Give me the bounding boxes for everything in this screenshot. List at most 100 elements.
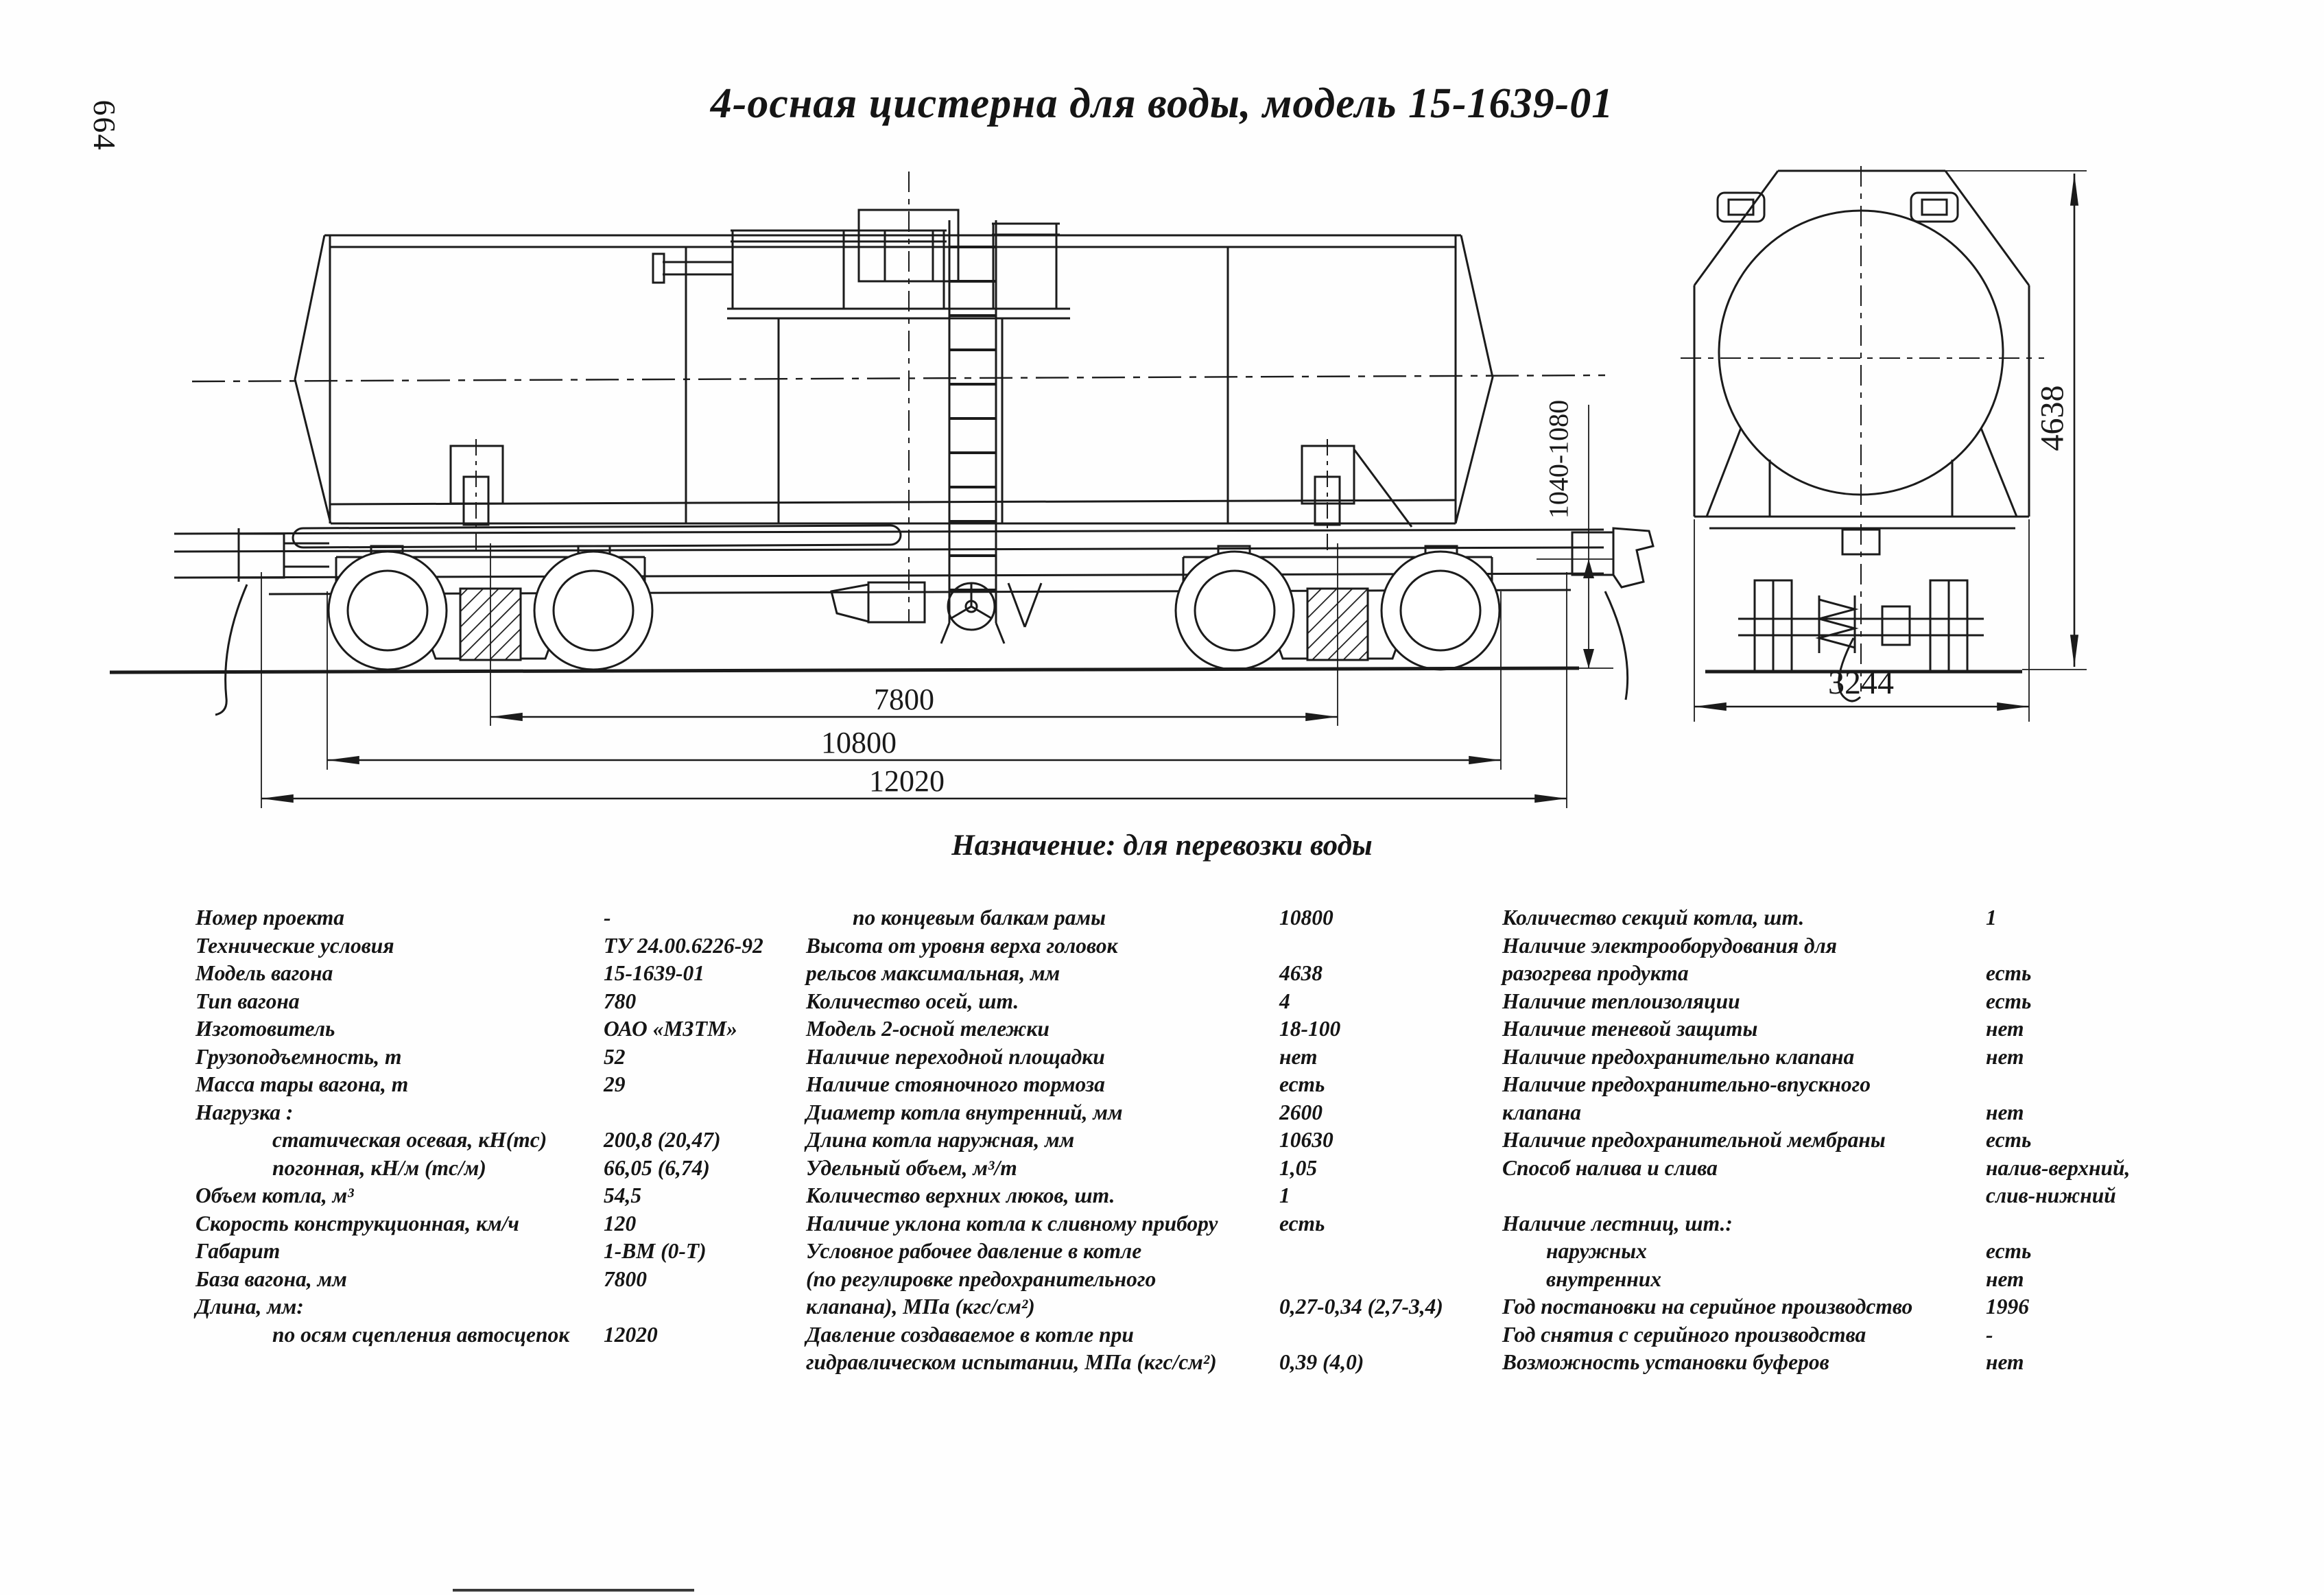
spec-value: налив-верхний,	[1986, 1155, 2131, 1180]
spec-value: 4638	[1279, 961, 1323, 985]
spec-value: ОАО «МЗТМ»	[604, 1017, 737, 1041]
spec-value: 1	[1986, 906, 1997, 930]
spec-label: Габарит	[195, 1239, 281, 1263]
spec-label: Удельный объем, м³/т	[806, 1155, 1017, 1180]
spec-row: погонная, кН/м (тс/м) 66,05 (6,74)	[195, 1156, 763, 1184]
spec-value: 54,5	[604, 1183, 642, 1207]
spec-value: нет	[1986, 1350, 2024, 1374]
spec-value: 29	[604, 1072, 626, 1096]
dimension-label-frame-length: 10800	[821, 726, 897, 759]
spec-column-1: Номер проекта - Технические условия ТУ 24.0…	[195, 906, 763, 1350]
spec-value: 10630	[1279, 1128, 1333, 1152]
spec-value: 0,39 (4,0)	[1279, 1350, 1364, 1374]
spec-row: разогрева продукта есть	[1502, 961, 2130, 989]
spec-value: нет	[1986, 1044, 2024, 1069]
spec-label: Год снятия с серийного производства	[1502, 1322, 1866, 1347]
spec-value: нет	[1986, 1266, 2024, 1291]
spec-row: Технические условия ТУ 24.00.6226-92	[195, 934, 763, 962]
spec-label: Грузоподъемность, т	[195, 1044, 402, 1069]
spec-label: Тип вагона	[195, 989, 300, 1013]
spec-value: есть	[1986, 989, 2032, 1013]
spec-value: нет	[1986, 1100, 2024, 1124]
page-title: 4-осная цистерна для воды, модель 15-163…	[710, 80, 1614, 127]
spec-row: слив-нижний	[1502, 1183, 2130, 1212]
dimension-label-coupler-length: 12020	[869, 764, 945, 798]
spec-row: Условное рабочее давление в котле	[806, 1239, 1443, 1267]
spec-value: 1996	[1986, 1295, 2029, 1319]
spec-label: Номер проекта	[195, 906, 345, 930]
spec-row: Наличие предохранительно-впускного	[1502, 1072, 2130, 1100]
spec-value: 66,05 (6,74)	[604, 1155, 710, 1180]
spec-label: по осям сцепления автосцепок	[272, 1322, 570, 1347]
spec-value: -	[1986, 1322, 1993, 1347]
spec-value: слив-нижний	[1986, 1183, 2116, 1207]
spec-label: наружных	[1546, 1239, 1647, 1263]
spec-label: внутренних	[1546, 1266, 1662, 1291]
spec-value: 10800	[1279, 906, 1333, 930]
dimension-label-wheelbase: 7800	[874, 683, 934, 716]
spec-label: Наличие уклона котла к сливному прибору	[806, 1211, 1218, 1236]
spec-label: Объем котла, м³	[195, 1183, 354, 1207]
spec-value: есть	[1279, 1211, 1325, 1236]
spec-label: Количество секций котла, шт.	[1502, 906, 1805, 930]
dimension-label-width: 3244	[1828, 665, 1894, 701]
spec-value: есть	[1986, 961, 2032, 985]
scan-artifact-line	[453, 1589, 694, 1592]
spec-label: Изготовитель	[195, 1017, 335, 1041]
spec-label: База вагона, мм	[195, 1266, 347, 1291]
spec-row: Модель 2-осной тележки 18-100	[806, 1017, 1443, 1045]
spec-row: (по регулировке предохранительного	[806, 1267, 1443, 1295]
spec-label: Количество осей, шт.	[806, 989, 1019, 1013]
spec-value: 15-1639-01	[604, 961, 704, 985]
spec-label: по концевым балкам рамы	[853, 906, 1106, 930]
spec-label: Модель вагона	[195, 961, 333, 985]
spec-label: статическая осевая, кН(тс)	[272, 1128, 547, 1152]
spec-row: клапана), МПа (кгс/см²)0,27-0,34 (2,7-3,…	[806, 1295, 1443, 1323]
spec-value: 0,27-0,34 (2,7-3,4)	[1279, 1295, 1443, 1319]
spec-row: наружных есть	[1502, 1239, 2130, 1267]
spec-row: по концевым балкам рамы 10800	[806, 906, 1443, 934]
spec-value: 4	[1279, 989, 1290, 1013]
spec-label: гидравлическом испытании, МПа (кгс/см²)	[806, 1350, 1217, 1374]
spec-row: Модель вагона 15-1639-01	[195, 961, 763, 989]
spec-value: 18-100	[1279, 1017, 1341, 1041]
spec-value: 2600	[1279, 1100, 1323, 1124]
spec-label: Модель 2-осной тележки	[806, 1017, 1050, 1041]
spec-label: Диаметр котла внутренний, мм	[806, 1100, 1123, 1124]
spec-row: Номер проекта -	[195, 906, 763, 934]
spec-value: нет	[1986, 1017, 2024, 1041]
spec-row: Количество верхних люков, шт.1	[806, 1183, 1443, 1212]
spec-value: нет	[1279, 1044, 1318, 1069]
spec-label: разогрева продукта	[1502, 961, 1689, 985]
spec-value: 780	[604, 989, 637, 1013]
spec-label: Технические условия	[195, 933, 394, 958]
spec-row: Изготовитель ОАО «МЗТМ»	[195, 1017, 763, 1045]
spec-label: Наличие электрооборудования для	[1502, 933, 1837, 958]
spec-label: погонная, кН/м (тс/м)	[272, 1155, 486, 1180]
spec-value: ТУ 24.00.6226-92	[604, 933, 763, 958]
side-view	[109, 172, 1655, 808]
spec-row: Количество осей, шт. 4	[806, 989, 1443, 1017]
spec-value: -	[604, 906, 611, 930]
spec-label: Масса тары вагона, т	[195, 1072, 409, 1096]
spec-label: Количество верхних люков, шт.	[806, 1183, 1115, 1207]
spec-value: 1,05	[1279, 1155, 1318, 1180]
spec-label: Способ налива и слива	[1502, 1155, 1718, 1180]
end-view	[1681, 166, 2087, 722]
spec-value: есть	[1986, 1239, 2032, 1263]
spec-row: Давление создаваемое в котле при	[806, 1323, 1443, 1351]
spec-label: Наличие переходной площадки	[806, 1044, 1105, 1069]
